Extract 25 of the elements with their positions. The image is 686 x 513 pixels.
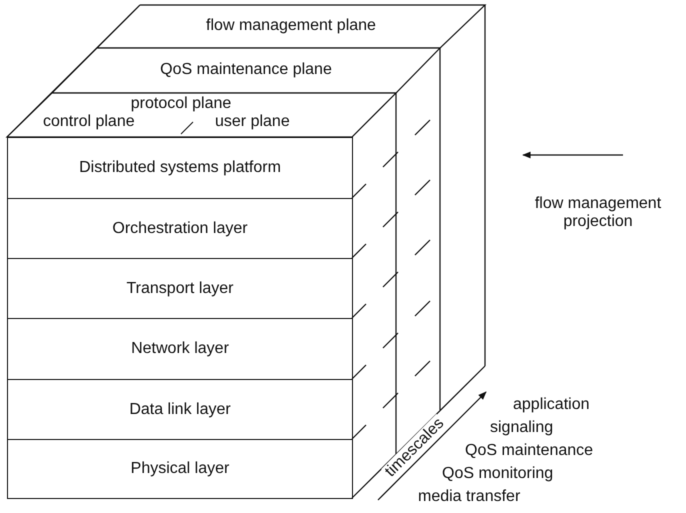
- layer-label: Transport layer: [126, 280, 234, 298]
- plane-face: [97, 5, 485, 48]
- timescale-label: signaling: [490, 419, 554, 437]
- layer-box: [7, 198, 353, 259]
- plane-label: protocol plane: [130, 95, 232, 113]
- layer-box: [7, 379, 353, 440]
- layer-label: Distributed systems platform: [79, 159, 281, 177]
- layer-box: [7, 137, 353, 199]
- timescale-label: QoS maintenance: [465, 442, 594, 460]
- layer-box: [7, 258, 353, 319]
- layer-label: Network layer: [131, 340, 229, 358]
- layer-label: Orchestration layer: [112, 220, 248, 238]
- projection-label: flow management projection: [534, 195, 662, 231]
- timescale-label: application: [513, 396, 590, 414]
- plane-face: [7, 93, 396, 137]
- plane-label: QoS maintenance plane: [160, 61, 332, 79]
- plane-label: user plane: [215, 113, 290, 131]
- layer-label: Physical layer: [130, 460, 230, 478]
- layer-box: [7, 439, 353, 499]
- plane-face: [52, 48, 440, 93]
- timescale-label: media transfer: [418, 488, 520, 506]
- layer-label: Data link layer: [129, 400, 231, 418]
- layer-box: [7, 318, 353, 380]
- plane-label: flow management plane: [206, 17, 376, 35]
- plane-label: control plane: [43, 113, 135, 131]
